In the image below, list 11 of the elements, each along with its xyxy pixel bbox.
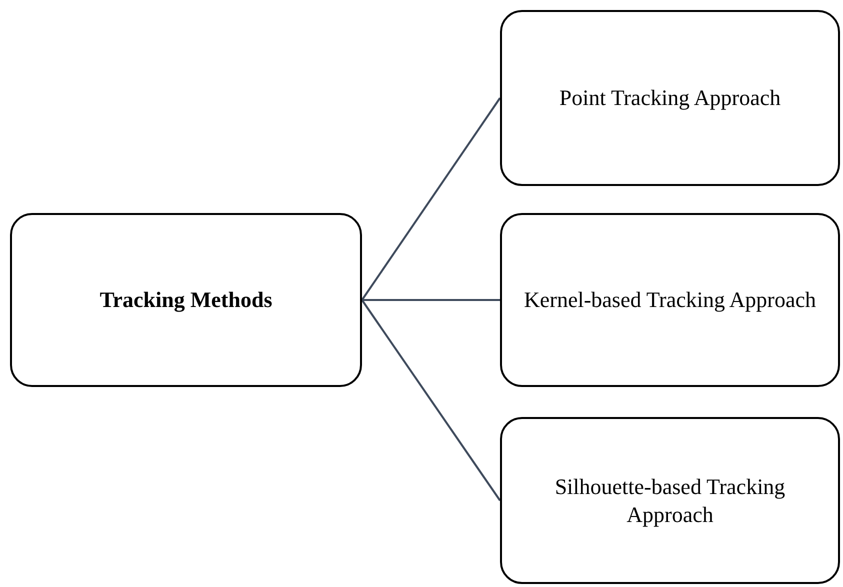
- process-box: [500, 10, 840, 186]
- connector-line: [362, 299, 500, 301]
- process-box: [500, 417, 840, 584]
- node-label: Silhouette-based Tracking Approach: [554, 473, 786, 528]
- process-box: [10, 213, 362, 387]
- node-label: Point Tracking Approach: [559, 84, 781, 112]
- connector-line: [361, 97, 501, 301]
- process-box: [500, 213, 840, 387]
- connector-line: [361, 299, 501, 502]
- node-label: Tracking Methods: [100, 286, 272, 314]
- node-label: Kernel-based Tracking Approach: [524, 286, 816, 314]
